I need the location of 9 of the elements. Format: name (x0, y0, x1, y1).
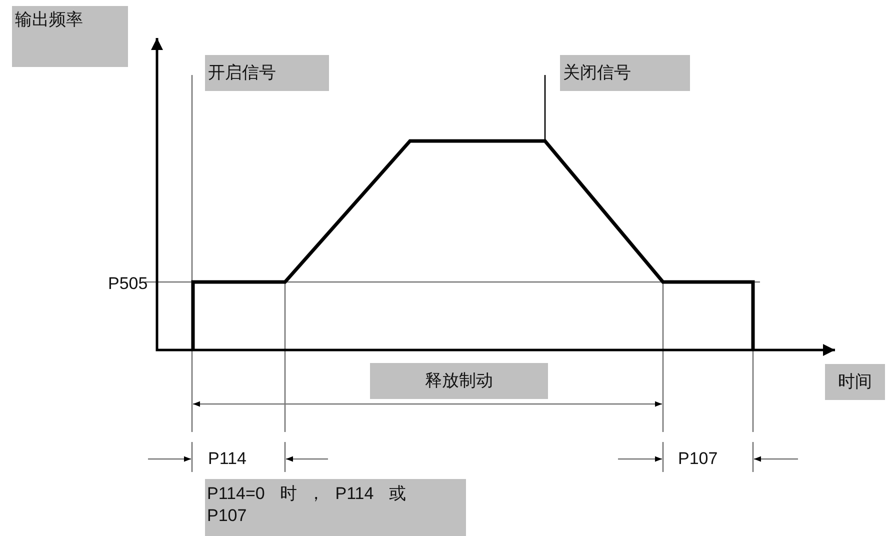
level-label: P505 (108, 273, 149, 295)
axis-label: 输出频率 (12, 6, 128, 67)
dimension-label: 释放制动 (370, 363, 548, 399)
signal-label: 关闭信号 (560, 55, 690, 91)
dimension-label: P114 (208, 448, 248, 470)
note-text: P114=0 时，P114 或 P107 (205, 479, 466, 536)
signal-label: 开启信号 (205, 55, 329, 91)
axis-label: 时间 (825, 364, 885, 400)
dimension-label: P107 (678, 448, 719, 470)
